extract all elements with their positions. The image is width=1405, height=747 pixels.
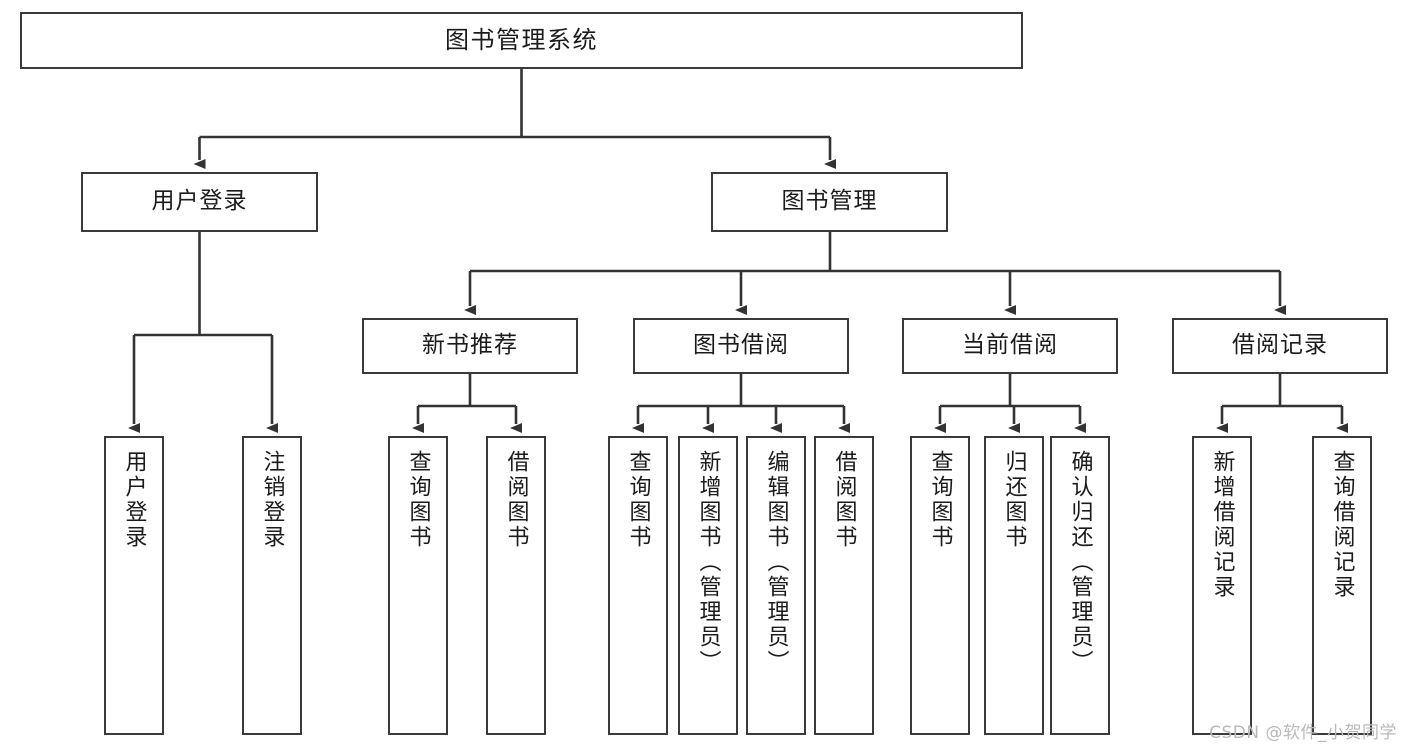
node-leaf-add-book[interactable]: 新增图书（管理员） bbox=[678, 436, 738, 735]
node-new-book-recommend[interactable]: 新书推荐 bbox=[362, 318, 578, 374]
node-leaf-borrow-book-label: 借阅图书 bbox=[831, 450, 857, 550]
node-leaf-edit-book-label: 编辑图书（管理员） bbox=[763, 450, 789, 675]
node-leaf-query-borrow-record[interactable]: 查询借阅记录 bbox=[1312, 436, 1372, 735]
node-root[interactable]: 图书管理系统 bbox=[20, 12, 1023, 69]
node-leaf-confirm-return[interactable]: 确认归还（管理员） bbox=[1050, 436, 1110, 735]
node-leaf-query-book-borrow[interactable]: 查询图书 bbox=[608, 436, 668, 735]
node-book-borrow-label: 图书借阅 bbox=[693, 332, 789, 359]
node-leaf-confirm-return-label: 确认归还（管理员） bbox=[1067, 450, 1093, 675]
node-leaf-return-book[interactable]: 归还图书 bbox=[984, 436, 1044, 735]
edge-borrowrecord-to-leaves bbox=[1216, 374, 1348, 433]
node-current-borrow-label: 当前借阅 bbox=[962, 332, 1058, 359]
edge-userlogin-to-leaves bbox=[128, 232, 278, 433]
node-borrow-record-label: 借阅记录 bbox=[1232, 332, 1328, 359]
node-leaf-user-login-label: 用户登录 bbox=[121, 450, 147, 550]
node-leaf-query-book-borrow-label: 查询图书 bbox=[625, 450, 651, 550]
node-leaf-logout[interactable]: 注销登录 bbox=[242, 436, 302, 735]
node-current-borrow[interactable]: 当前借阅 bbox=[902, 318, 1118, 374]
node-leaf-borrow-book-recommend-label: 借阅图书 bbox=[503, 450, 529, 550]
node-leaf-user-login[interactable]: 用户登录 bbox=[104, 436, 164, 735]
node-leaf-add-book-label: 新增图书（管理员） bbox=[695, 450, 721, 675]
node-leaf-query-book-current-label: 查询图书 bbox=[927, 450, 953, 550]
node-leaf-borrow-book-recommend[interactable]: 借阅图书 bbox=[486, 436, 546, 735]
node-root-label: 图书管理系统 bbox=[445, 26, 598, 55]
node-book-manage-label: 图书管理 bbox=[781, 188, 878, 215]
node-leaf-borrow-book[interactable]: 借阅图书 bbox=[814, 436, 874, 735]
watermark-text: CSDN @软件_小贺同学 bbox=[1209, 723, 1397, 743]
node-new-book-recommend-label: 新书推荐 bbox=[422, 332, 518, 359]
edge-currentborrow-to-leaves bbox=[934, 374, 1086, 433]
edge-bookborrow-to-leaves bbox=[632, 374, 850, 433]
node-leaf-edit-book[interactable]: 编辑图书（管理员） bbox=[746, 436, 806, 735]
node-leaf-add-borrow-record[interactable]: 新增借阅记录 bbox=[1192, 436, 1252, 735]
node-leaf-query-book-current[interactable]: 查询图书 bbox=[910, 436, 970, 735]
edge-root-to-level2 bbox=[193, 69, 836, 169]
node-leaf-query-borrow-record-label: 查询借阅记录 bbox=[1329, 450, 1355, 600]
node-book-borrow[interactable]: 图书借阅 bbox=[633, 318, 849, 374]
node-leaf-query-book-recommend[interactable]: 查询图书 bbox=[388, 436, 448, 735]
node-leaf-add-borrow-record-label: 新增借阅记录 bbox=[1209, 450, 1235, 600]
node-leaf-query-book-recommend-label: 查询图书 bbox=[405, 450, 431, 550]
edge-recommend-to-leaves bbox=[412, 374, 522, 433]
node-user-login[interactable]: 用户登录 bbox=[81, 172, 318, 232]
node-borrow-record[interactable]: 借阅记录 bbox=[1172, 318, 1388, 374]
node-book-manage[interactable]: 图书管理 bbox=[711, 172, 948, 232]
node-leaf-logout-label: 注销登录 bbox=[259, 450, 285, 550]
node-leaf-return-book-label: 归还图书 bbox=[1001, 450, 1027, 550]
edge-bookmanage-to-level3 bbox=[464, 232, 1286, 315]
node-user-login-label: 用户登录 bbox=[151, 188, 248, 215]
